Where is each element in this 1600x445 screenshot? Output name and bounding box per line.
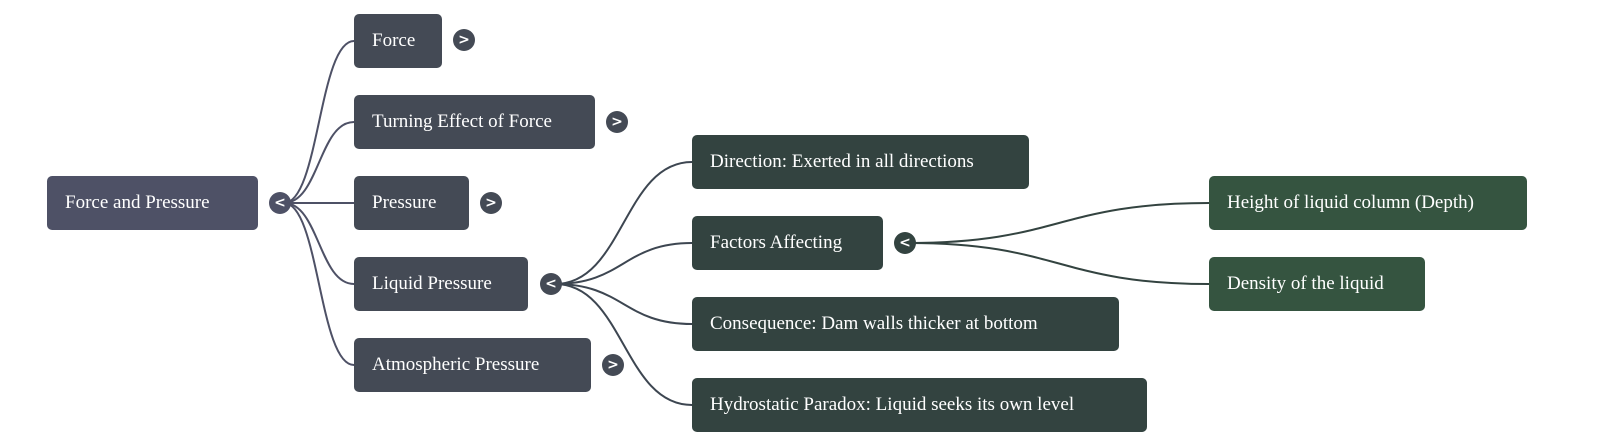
- edge-root-force: [283, 40, 355, 204]
- edge-factors-height: [908, 202, 1210, 244]
- edge-liquid-factors: [554, 242, 693, 285]
- node-factors-affecting[interactable]: Factors Affecting: [692, 216, 883, 270]
- expand-icon[interactable]: >: [480, 192, 502, 214]
- collapse-icon[interactable]: <: [894, 232, 916, 254]
- edge-root-turning: [283, 121, 355, 204]
- node-pressure[interactable]: Pressure: [354, 176, 469, 230]
- edge-liquid-consequence: [554, 283, 693, 325]
- edge-liquid-direction: [554, 161, 693, 285]
- node-force[interactable]: Force: [354, 14, 442, 68]
- collapse-icon[interactable]: <: [540, 273, 562, 295]
- edge-root-liquid: [283, 202, 355, 285]
- node-density-of-liquid[interactable]: Density of the liquid: [1209, 257, 1425, 311]
- edge-liquid-hydro: [554, 283, 693, 406]
- node-liquid-pressure[interactable]: Liquid Pressure: [354, 257, 528, 311]
- expand-icon[interactable]: >: [606, 111, 628, 133]
- edge-factors-density: [908, 242, 1210, 285]
- edge-root-atmos: [283, 202, 355, 366]
- node-atmospheric-pressure[interactable]: Atmospheric Pressure: [354, 338, 591, 392]
- collapse-icon[interactable]: <: [269, 192, 291, 214]
- node-force-and-pressure[interactable]: Force and Pressure: [47, 176, 258, 230]
- node-hydrostatic-paradox[interactable]: Hydrostatic Paradox: Liquid seeks its ow…: [692, 378, 1147, 432]
- node-turning-effect-of-force[interactable]: Turning Effect of Force: [354, 95, 595, 149]
- node-height-of-liquid-column[interactable]: Height of liquid column (Depth): [1209, 176, 1527, 230]
- expand-icon[interactable]: >: [602, 354, 624, 376]
- node-direction[interactable]: Direction: Exerted in all directions: [692, 135, 1029, 189]
- node-consequence[interactable]: Consequence: Dam walls thicker at bottom: [692, 297, 1119, 351]
- expand-icon[interactable]: >: [453, 29, 475, 51]
